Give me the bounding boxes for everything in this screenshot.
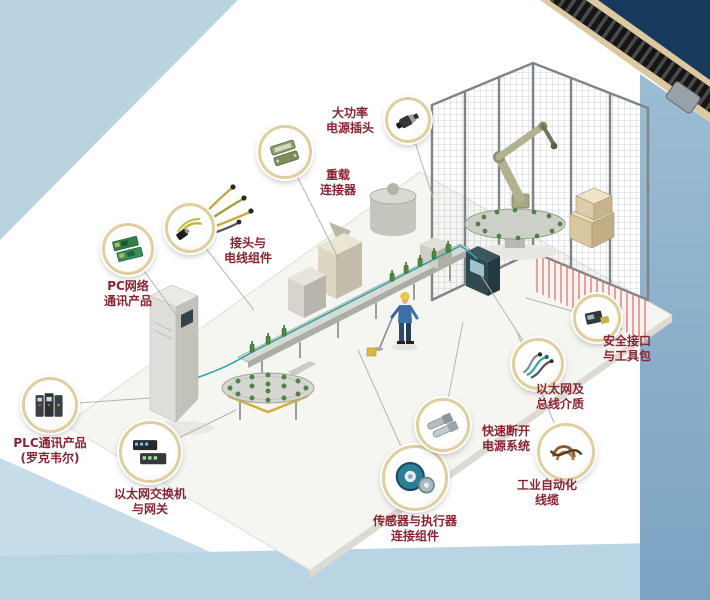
automation-cable-photo (537, 423, 595, 481)
callout-label-ethernet-media: 以太网及 总线介质 (535, 382, 584, 411)
robot-arm (493, 121, 558, 209)
callout-label-ethernet-switch: 以太网交换机 与网关 (113, 487, 186, 516)
heavy-duty-connector-photo (258, 125, 312, 179)
worker-figure (366, 292, 419, 357)
cordset-photo (165, 203, 215, 253)
power-plug-photo (385, 97, 431, 143)
background-corner-navy (598, 0, 710, 80)
quick-disconnect-photo (416, 398, 470, 452)
safety-kit-photo (573, 294, 621, 342)
ethernet-switch-photo (119, 421, 181, 483)
background-band-right (640, 74, 710, 600)
callout-label-heavy-duty-connector: 重载 连接器 (319, 168, 356, 197)
background-triangle-top-left (0, 0, 238, 240)
background-band-beige (540, 0, 710, 122)
process-tank (369, 183, 417, 236)
plc-modules-photo (22, 377, 78, 433)
teal-bus-cable (195, 245, 478, 379)
sensor-connector-photo (382, 445, 448, 511)
callout-label-automation-cable: 工业自动化 线缆 (516, 478, 577, 507)
rotary-accumulation-table (221, 361, 316, 420)
pallet-boxes (569, 187, 615, 249)
pc-network-cards-photo (102, 223, 154, 275)
operator-panel (466, 246, 500, 296)
callout-label-sensor-actuator: 传感器与执行器 连接组件 (372, 514, 457, 543)
callout-label-pc-network: PC网络 通讯产品 (103, 279, 152, 308)
callout-label-safety-kit: 安全接口 与工具包 (602, 334, 651, 363)
corrugated-conduit (549, 0, 710, 114)
factory-floor (64, 171, 673, 578)
callout-label-cordsets: 接头与 电线组件 (223, 236, 272, 265)
callout-label-quick-disconnect: 快速断开 电源系统 (481, 424, 530, 453)
callout-label-high-power-plug: 大功率 电源插头 (325, 106, 374, 135)
callout-label-plc-comm: PLC通讯产品 (罗克韦尔) (13, 436, 87, 465)
background-strip-bottom (0, 542, 710, 600)
bottling-conveyor (237, 243, 471, 377)
labeling-machine (288, 267, 326, 318)
bus-media-photo (512, 338, 564, 390)
